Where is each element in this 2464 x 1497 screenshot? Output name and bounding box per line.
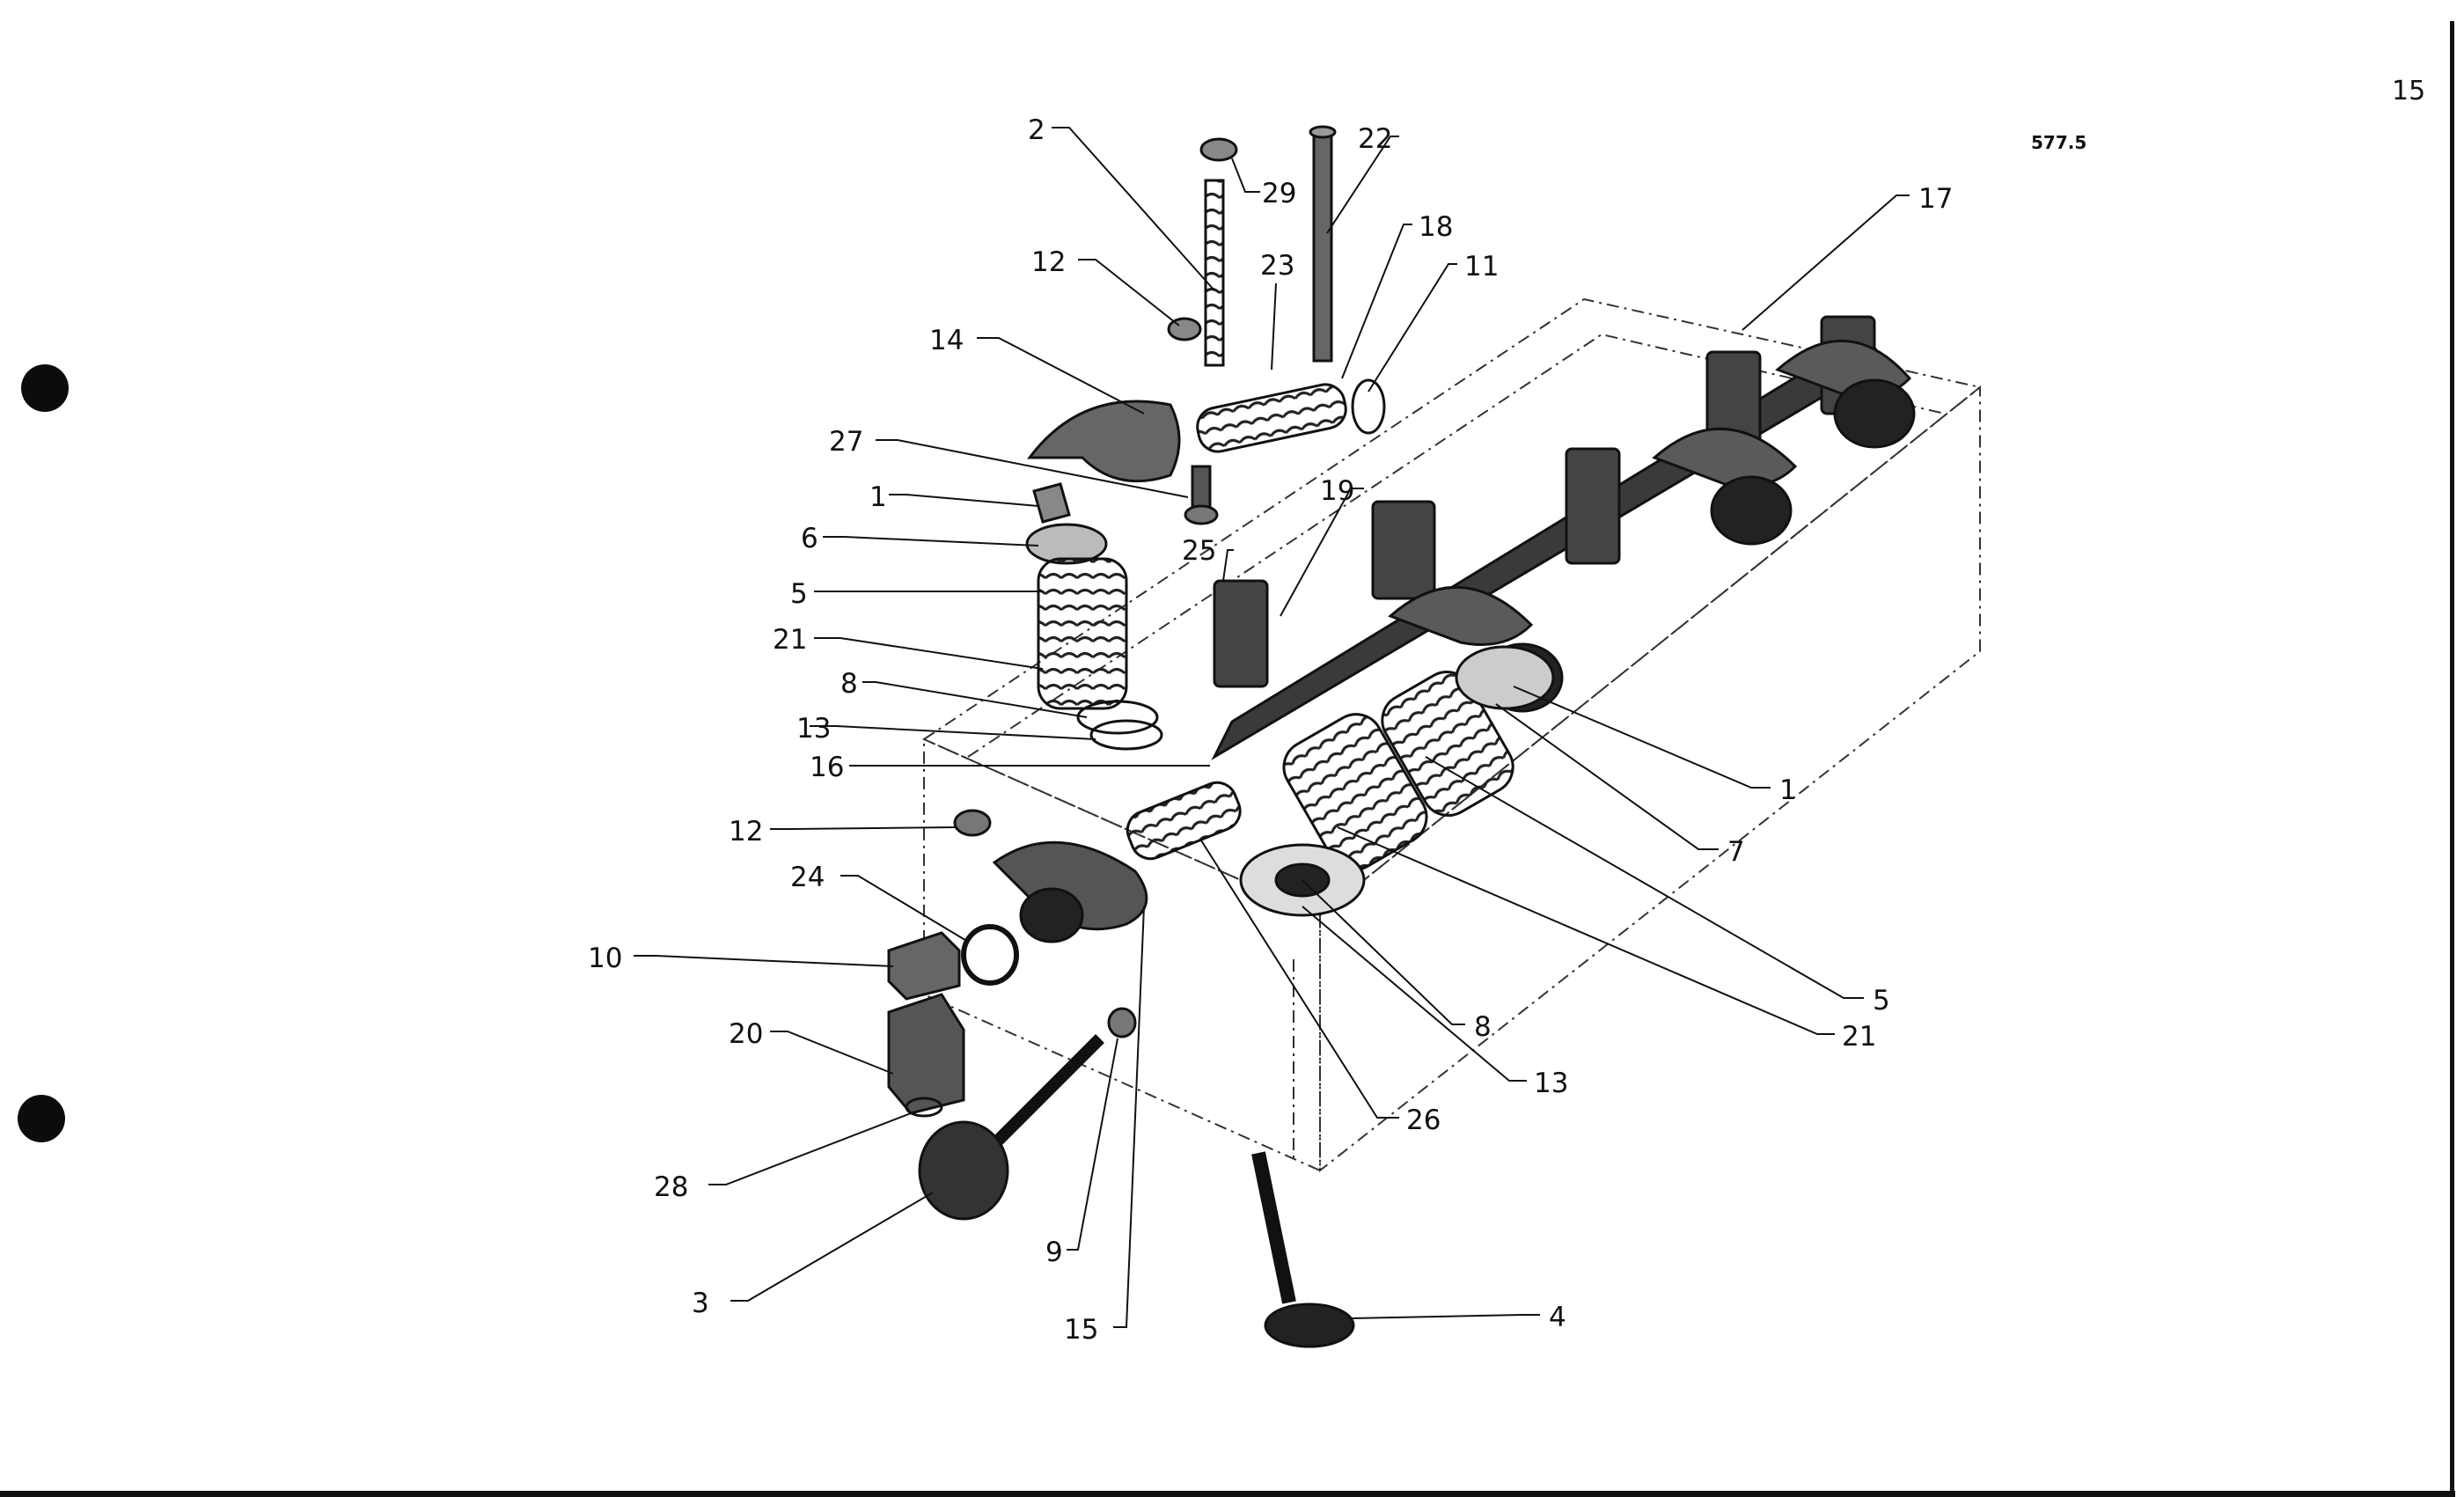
nut-29: [1199, 137, 1238, 162]
callout-4: 4: [1549, 1302, 1566, 1333]
callout-3: 3: [692, 1288, 709, 1319]
callout-12-lower: 12: [729, 816, 763, 848]
valve-springs-5-21: [1037, 557, 1128, 710]
ring-24: [961, 924, 1019, 986]
pedestal-20: [887, 993, 965, 1115]
bracket-10: [887, 931, 961, 1001]
exploded-parts: [887, 125, 1386, 1348]
spring-cap-6: [1025, 523, 1108, 565]
figure-code: 577.5: [2031, 132, 2087, 153]
page-border-bottom: [0, 1491, 2455, 1497]
valve-4-stem: [1251, 1151, 1296, 1304]
washer-13: [1089, 719, 1163, 751]
collet-1: [1032, 482, 1071, 524]
spring-26: [1126, 781, 1242, 861]
callout-13-right: 13: [1534, 1068, 1568, 1099]
callout-19: 19: [1320, 475, 1354, 507]
callout-25: 25: [1182, 535, 1216, 567]
washer-11: [1351, 378, 1386, 435]
stud-2: [1204, 179, 1225, 367]
callout-26: 26: [1406, 1104, 1441, 1136]
rocker-shaft-assembly: [1211, 315, 1916, 760]
callout-11: 11: [1464, 251, 1499, 283]
callout-24: 24: [790, 862, 825, 893]
nut-12-lower: [953, 809, 992, 837]
callout-13: 13: [796, 713, 831, 745]
callout-15: 15: [1064, 1314, 1098, 1346]
callout-14: 14: [929, 325, 964, 356]
collet-9: [1107, 1007, 1137, 1038]
callout-8: 8: [840, 668, 858, 700]
valve-3-head: [918, 1120, 1009, 1221]
callout-labels: 2 29 22 12 23 18 11 17 14 27 1 19 6 25 5…: [588, 114, 1953, 1346]
callout-21-right: 21: [1842, 1021, 1876, 1053]
page-border-right: [2450, 21, 2454, 1494]
callout-29: 29: [1262, 178, 1296, 209]
callout-28: 28: [654, 1171, 688, 1203]
callout-20: 20: [729, 1018, 763, 1050]
callout-21: 21: [773, 624, 807, 656]
o-ring-28: [905, 1097, 943, 1118]
valve-3-stem: [990, 1034, 1104, 1148]
callout-9: 9: [1045, 1236, 1063, 1268]
callout-5-right: 5: [1873, 985, 1890, 1016]
callout-1-right: 1: [1779, 774, 1797, 806]
rocker-arm-14: [1026, 400, 1181, 483]
callout-27: 27: [829, 426, 863, 458]
binder-hole-top: [21, 364, 69, 412]
callout-8-right: 8: [1474, 1011, 1492, 1043]
callout-1: 1: [869, 481, 887, 513]
leader-lines: [634, 127, 1910, 1328]
callout-7: 7: [1727, 836, 1745, 868]
callout-6: 6: [801, 523, 818, 554]
callout-16: 16: [810, 752, 844, 783]
callout-23: 23: [1260, 250, 1294, 282]
callout-2: 2: [1028, 114, 1045, 146]
pushrod-22: [1312, 130, 1333, 363]
callout-17: 17: [1918, 183, 1953, 215]
page-number: 15: [2392, 76, 2426, 106]
washer-8: [1076, 700, 1159, 735]
assembly-valve-springs: [1239, 645, 1555, 917]
callout-18: 18: [1419, 211, 1453, 243]
callout-5: 5: [790, 578, 808, 610]
callout-22: 22: [1358, 123, 1392, 155]
binder-hole-bottom: [18, 1095, 65, 1142]
callout-10: 10: [588, 943, 622, 974]
callout-12: 12: [1031, 246, 1066, 278]
sleeve-23: [1196, 383, 1347, 453]
valve-4-head: [1264, 1303, 1355, 1348]
